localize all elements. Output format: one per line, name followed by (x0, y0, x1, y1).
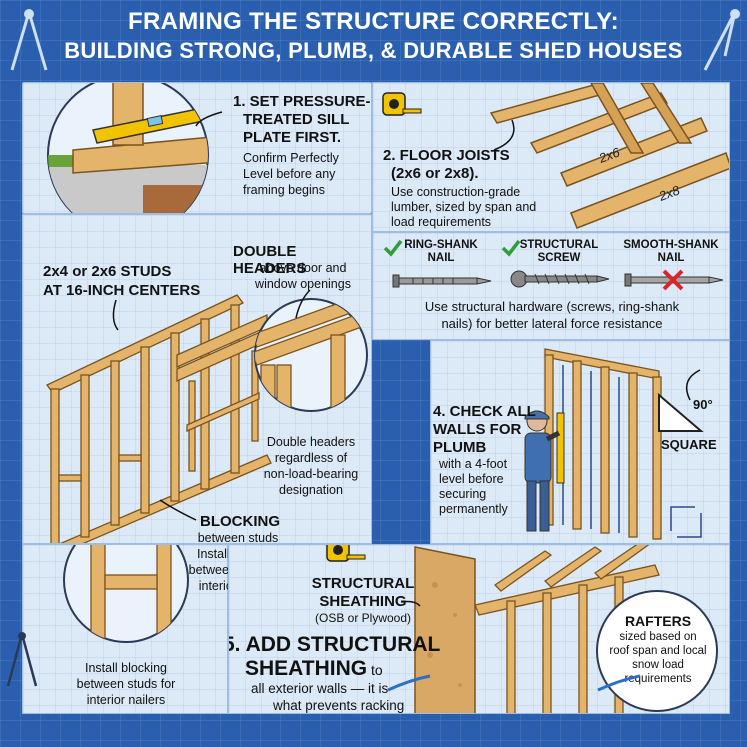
square-angle-label: 90° (693, 397, 713, 412)
step2-body-line1: Use construction-grade (391, 185, 521, 199)
double-headers-body-line1: above door and (259, 261, 347, 275)
step1-body-line3: framing begins (243, 183, 325, 197)
step4-body-line2: level before (439, 472, 504, 486)
step5-body-line2: what prevents racking (273, 698, 405, 713)
double-headers-note-line3: non-load-bearing (263, 467, 359, 481)
studs-heading-line1: 2x4 or 2x6 STUDS (43, 263, 172, 280)
worker-with-level-illustration (524, 410, 565, 532)
step2-heading-line1: 2. FLOOR JOISTS (383, 147, 510, 164)
step2-body-line2: lumber, sized by span and (391, 200, 537, 214)
sheathing-heading-line1: STRUCTURAL (311, 575, 415, 592)
step1-heading-line3: PLATE FIRST. (243, 129, 342, 146)
panel-sheathing: STRUCTURAL SHEATHING (OSB or Plywood) 5.… (228, 544, 730, 714)
tape-measure-icon-2 (326, 545, 366, 562)
tape-measure-icon (382, 92, 422, 116)
compass-icon-top-right (703, 9, 740, 71)
fastener-1-label-line1: RING-SHANK (404, 239, 478, 251)
step1-body-line2: Level before any (243, 167, 336, 181)
rafters-heading: RAFTERS (624, 613, 692, 629)
fastener-3-label-line2: NAIL (657, 252, 685, 264)
studs-heading-line2: AT 16-INCH CENTERS (43, 282, 201, 299)
double-headers-body-line2: window openings (255, 277, 351, 291)
sill-plate-detail-illustration (47, 83, 209, 213)
fastener-2-label-line1: STRUCTURAL (519, 239, 599, 251)
double-headers-heading: DOUBLE HEADERS (233, 243, 307, 277)
wall-framing-illustration (46, 294, 272, 543)
double-headers-note-line1: Double headers (266, 435, 356, 449)
step5-body-line1: all exterior walls — it is (251, 681, 389, 696)
step4-body-line1: with a 4-foot (439, 457, 508, 471)
title-line-2: BUILDING STRONG, PLUMB, & DURABLE SHED H… (64, 38, 683, 63)
structural-screw-icon (510, 270, 610, 288)
panel-sill-plate: 1. SET PRESSURE- TREATED SILL PLATE FIRS… (22, 82, 372, 214)
floor-joists-illustration: 2x6 2x8 (489, 83, 729, 229)
panel-plumb-check: 4. CHECK ALL WALLS FOR PLUMB with a 4-fo… (430, 340, 730, 544)
blocking-bottom-line1: Install blocking (85, 661, 167, 675)
check-icon-ring-shank (383, 239, 403, 257)
square-icon (658, 392, 704, 432)
step5-heading-line2: SHEATHING (245, 657, 368, 680)
blocking-heading: BLOCKING (200, 513, 280, 530)
step4-heading-line1: 4. CHECK ALL (433, 403, 536, 420)
check-icon-structural-screw (501, 239, 521, 257)
panel-floor-joists: 2x6 2x8 2. FLOOR JOISTS (2x6 or 2x8). Us… (372, 82, 730, 232)
square-label: SQUARE (661, 437, 717, 452)
panel-wall-framing: 2x4 or 2x6 STUDS AT 16-INCH CENTERS DOUB… (22, 214, 372, 544)
sheathing-heading-line2: SHEATHING (319, 593, 407, 610)
panel-blocking: Install blocking between studs for inter… (22, 544, 228, 714)
rafters-body-line3: snow load (632, 659, 684, 671)
rafters-body-line2: roof span and local (609, 645, 707, 657)
fastener-1-label-line2: NAIL (427, 252, 455, 264)
fasteners-note-line2: nails) for better lateral force resistan… (441, 316, 663, 331)
step4-heading-line2: WALLS FOR (433, 421, 522, 438)
rafters-body-line4: requirements (624, 673, 692, 685)
step1-heading-line2: TREATED SILL (243, 111, 350, 128)
step5-heading-line2-wrap: SHEATHING to (245, 657, 383, 681)
rafters-body-line1: sized based on (619, 631, 697, 643)
header: FRAMING THE STRUCTURE CORRECTLY: BUILDIN… (0, 0, 747, 72)
step2-heading-line2: (2x6 or 2x8). (391, 165, 479, 182)
double-headers-note-line4: designation (279, 483, 343, 497)
compass-icon-top-left (10, 9, 48, 71)
step4-heading-line3: PLUMB (433, 439, 487, 456)
blocking-body-line1: between studs (197, 531, 279, 545)
title-line-1: FRAMING THE STRUCTURE CORRECTLY: (128, 8, 619, 35)
ring-shank-nail-icon (392, 274, 492, 288)
blocking-bottom-line2: between studs for (76, 677, 176, 691)
fasteners-note-line1: Use structural hardware (screws, ring-sh… (424, 299, 680, 314)
compass-icon-bottom-left (6, 632, 38, 687)
step2-body-line3: load requirements (391, 215, 492, 229)
joist-label-2x6: 2x6 (596, 144, 622, 166)
step5-heading-line2-tail: to (367, 662, 383, 678)
step4-body-line4: permanently (439, 502, 508, 516)
fastener-3-label-line1: SMOOTH-SHANK (623, 239, 719, 251)
blocking-detail-illustration (63, 545, 189, 643)
step1-heading-line1: 1. SET PRESSURE- (233, 93, 371, 110)
step5-heading-line1: 5. ADD STRUCTURAL (228, 633, 441, 656)
double-headers-note-line2: regardless of (274, 451, 348, 465)
x-mark-icon (662, 269, 684, 291)
joist-label-2x8: 2x8 (656, 182, 682, 204)
step4-body-line3: securing (439, 487, 487, 501)
double-header-detail-illustration (254, 298, 368, 412)
dimension-arrows-icon (670, 506, 702, 538)
fastener-2-label-line2: SCREW (537, 252, 581, 264)
panel-fasteners: RING-SHANK NAIL STRUCTURAL SCREW SMOOTH-… (372, 232, 730, 340)
blocking-bottom-line3: interior nailers (86, 693, 166, 707)
step1-body-line1: Confirm Perfectly (243, 151, 339, 165)
sheathing-sub: (OSB or Plywood) (314, 611, 412, 625)
